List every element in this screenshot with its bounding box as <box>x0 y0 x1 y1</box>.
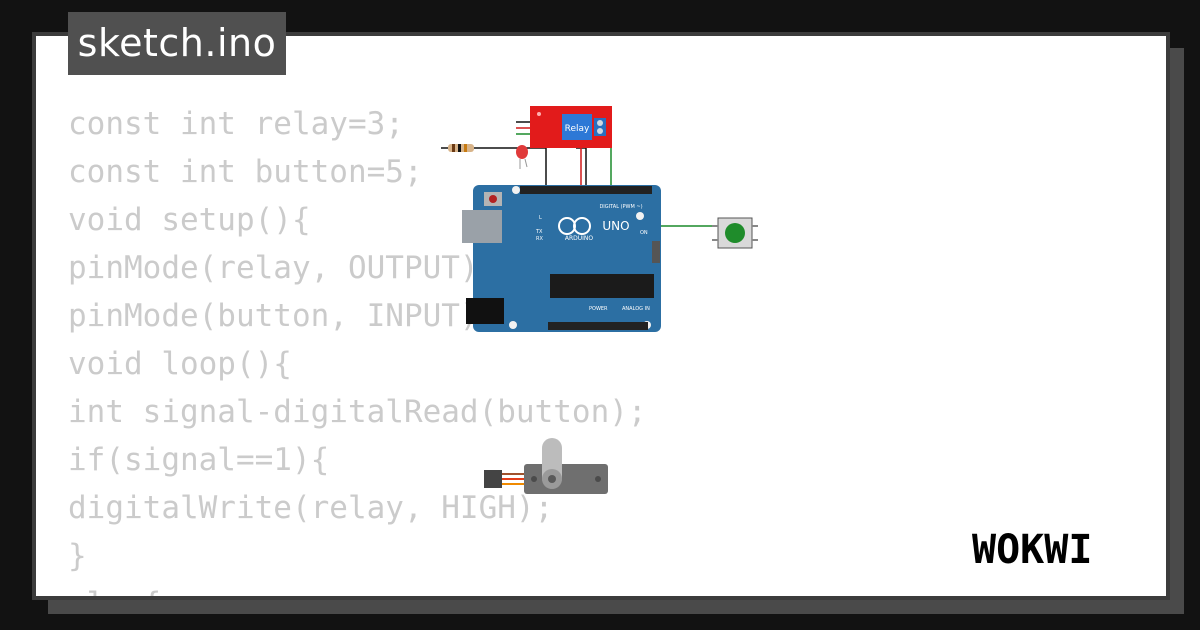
code-line: digitalWrite(relay, HIGH); <box>68 490 554 526</box>
rx-led-label: RX <box>536 236 543 242</box>
relay-module[interactable]: Relay <box>516 106 612 148</box>
tx-led-label: TX <box>535 229 543 235</box>
l-led-label: L <box>539 215 542 221</box>
circuit-diagram: Relay UNO ARDUINO <box>441 106 758 494</box>
digital-header-label: DIGITAL (PWM ~) <box>599 204 642 210</box>
code-line: void setup(){ <box>68 202 311 238</box>
wokwi-logo-mark: WOKWI <box>972 527 1092 573</box>
code-line: const int button=5; <box>68 154 423 190</box>
wokwi-logo: WOKWI <box>970 525 1142 576</box>
resistor[interactable] <box>448 144 474 152</box>
power-header-label: POWER <box>589 306 608 312</box>
code-line: if(signal==1){ <box>68 442 330 478</box>
analog-header-label: ANALOG IN <box>622 306 650 312</box>
board-model-label: UNO <box>602 219 629 233</box>
servo-motor[interactable] <box>484 438 608 494</box>
file-tab[interactable]: sketch.ino <box>68 12 286 75</box>
code-line: void loop(){ <box>68 346 292 382</box>
red-led[interactable] <box>516 145 528 169</box>
code-line: } <box>68 538 87 574</box>
code-line: pinMode(relay, OUTPUT); <box>68 250 498 286</box>
on-led-label: ON <box>640 230 648 236</box>
code-line: else{ <box>68 580 647 596</box>
pushbutton[interactable] <box>712 217 758 249</box>
relay-label: Relay <box>565 124 590 134</box>
preview-card: const int relay=3; const int button=5; voi… <box>32 32 1170 600</box>
arduino-uno-board[interactable]: UNO ARDUINO DIGITAL (PWM ~) POWER ANALOG… <box>462 185 661 332</box>
wokwi-logo-text: WOKWI <box>972 527 1092 571</box>
code-line: int signal-digitalRead(button); <box>68 394 647 430</box>
board-brand-label: ARDUINO <box>565 235 594 242</box>
code-line: const int relay=3; <box>68 106 404 142</box>
